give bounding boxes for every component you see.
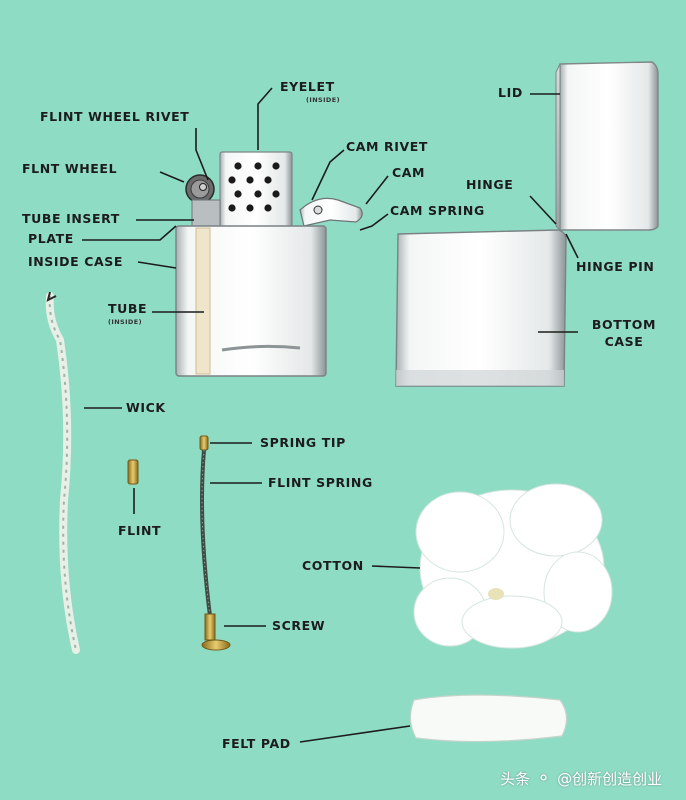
leader-cam-spring xyxy=(359,213,389,231)
label-tube: TUBE xyxy=(108,301,148,316)
label-eyelet: EYELET xyxy=(280,79,335,94)
bottom-case xyxy=(395,229,567,387)
label-felt-pad: FELT PAD xyxy=(222,736,291,751)
leader-cam-rivet xyxy=(311,149,345,201)
label-hinge: HINGE xyxy=(466,177,514,192)
watermark-prefix: 头条 xyxy=(500,769,531,788)
leader-flint-wheel-rivet xyxy=(195,128,209,181)
leader-felt-pad xyxy=(299,725,411,743)
label-wick: WICK xyxy=(126,400,166,415)
cotton xyxy=(413,483,613,649)
label-bottom-case: BOTTOM CASE xyxy=(584,318,664,349)
label-flnt-wheel: FLNT WHEEL xyxy=(22,161,118,176)
leader-hinge xyxy=(529,195,557,225)
label-tube-insert: TUBE INSERT xyxy=(22,211,120,226)
leader-lines xyxy=(82,87,579,743)
label-flint-spring: FLINT SPRING xyxy=(268,475,373,490)
insert-body xyxy=(175,225,327,377)
label-plate: PLATE xyxy=(28,231,74,246)
label-cotton: COTTON xyxy=(302,558,364,573)
label-cam: CAM xyxy=(392,165,426,180)
cam-rivet xyxy=(313,205,323,215)
label-lid: LID xyxy=(498,85,523,100)
label-flint-wheel-rivet: FLINT WHEEL RIVET xyxy=(40,109,190,124)
label-hinge-pin: HINGE PIN xyxy=(576,259,655,274)
chimney-holes xyxy=(228,162,280,212)
leader-plate xyxy=(82,225,177,241)
plate xyxy=(191,199,221,227)
leader-hinge-pin xyxy=(565,233,579,259)
label-bottom-case-line2: CASE xyxy=(604,334,644,349)
flint-spring xyxy=(199,435,231,651)
leader-inside-case xyxy=(137,261,177,269)
label-flint: FLINT xyxy=(118,523,162,538)
cam xyxy=(299,197,363,227)
tube xyxy=(195,227,211,375)
leader-cotton xyxy=(371,565,421,569)
leader-flnt-wheel xyxy=(159,171,185,183)
leader-cam xyxy=(365,175,389,205)
label-cam-rivet: CAM RIVET xyxy=(346,139,429,154)
inside-case xyxy=(175,151,363,377)
label-screw: SCREW xyxy=(272,618,326,633)
spring-tip xyxy=(199,435,209,451)
lid xyxy=(555,61,659,232)
label-bottom-case-line1: BOTTOM xyxy=(591,317,657,332)
label-tube-sub: (INSIDE) xyxy=(108,318,142,326)
felt-pad xyxy=(409,694,568,743)
label-spring-tip: SPRING TIP xyxy=(260,435,346,450)
watermark: 头条 ⚬ @创新创造创业 xyxy=(500,756,686,800)
label-eyelet-sub: (INSIDE) xyxy=(306,96,340,104)
flint xyxy=(127,459,139,485)
flint-wheel-rivet xyxy=(199,183,207,191)
wick xyxy=(45,291,80,654)
leader-eyelet xyxy=(257,87,273,150)
screw xyxy=(204,613,216,641)
watermark-handle: @创新创造创业 xyxy=(557,769,663,788)
chat-bubble-icon: ⚬ xyxy=(536,767,552,789)
label-cam-spring: CAM SPRING xyxy=(390,203,485,218)
label-inside-case: INSIDE CASE xyxy=(28,254,124,269)
